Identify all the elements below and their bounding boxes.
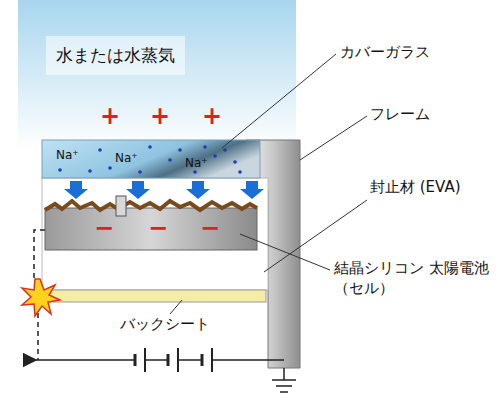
ion-label: Na⁺ (185, 157, 208, 169)
spark-symbol (22, 279, 60, 316)
part-label: フレーム (370, 104, 430, 124)
charge-sign: + (202, 104, 222, 128)
circuit (34, 230, 296, 392)
region-label: 水または水蒸気 (56, 44, 175, 67)
water-box: 水または水蒸気 (46, 36, 185, 75)
ion-label: Na⁺ (56, 149, 79, 161)
back-sheet (45, 290, 266, 302)
charge-sign: − (200, 216, 220, 240)
charge-sign: + (150, 104, 170, 128)
charge-sign: − (94, 216, 114, 240)
cell (45, 208, 257, 250)
na-dots (58, 145, 242, 174)
drift-arrows (64, 181, 264, 199)
charge-sign: − (148, 216, 168, 240)
part-label: 封止材 (EVA) (370, 177, 490, 197)
cover-glass (42, 140, 260, 178)
electrode (116, 196, 126, 216)
part-label: カバーガラス (340, 42, 430, 62)
charge-sign: + (100, 104, 120, 128)
water-region (18, 0, 296, 150)
eva (42, 178, 268, 290)
ion-label: Na⁺ (115, 152, 138, 164)
part-label: バックシート (120, 314, 210, 334)
part-label: 結晶シリコン 太陽電池（セル） (334, 258, 494, 299)
texture-surface (45, 201, 257, 210)
